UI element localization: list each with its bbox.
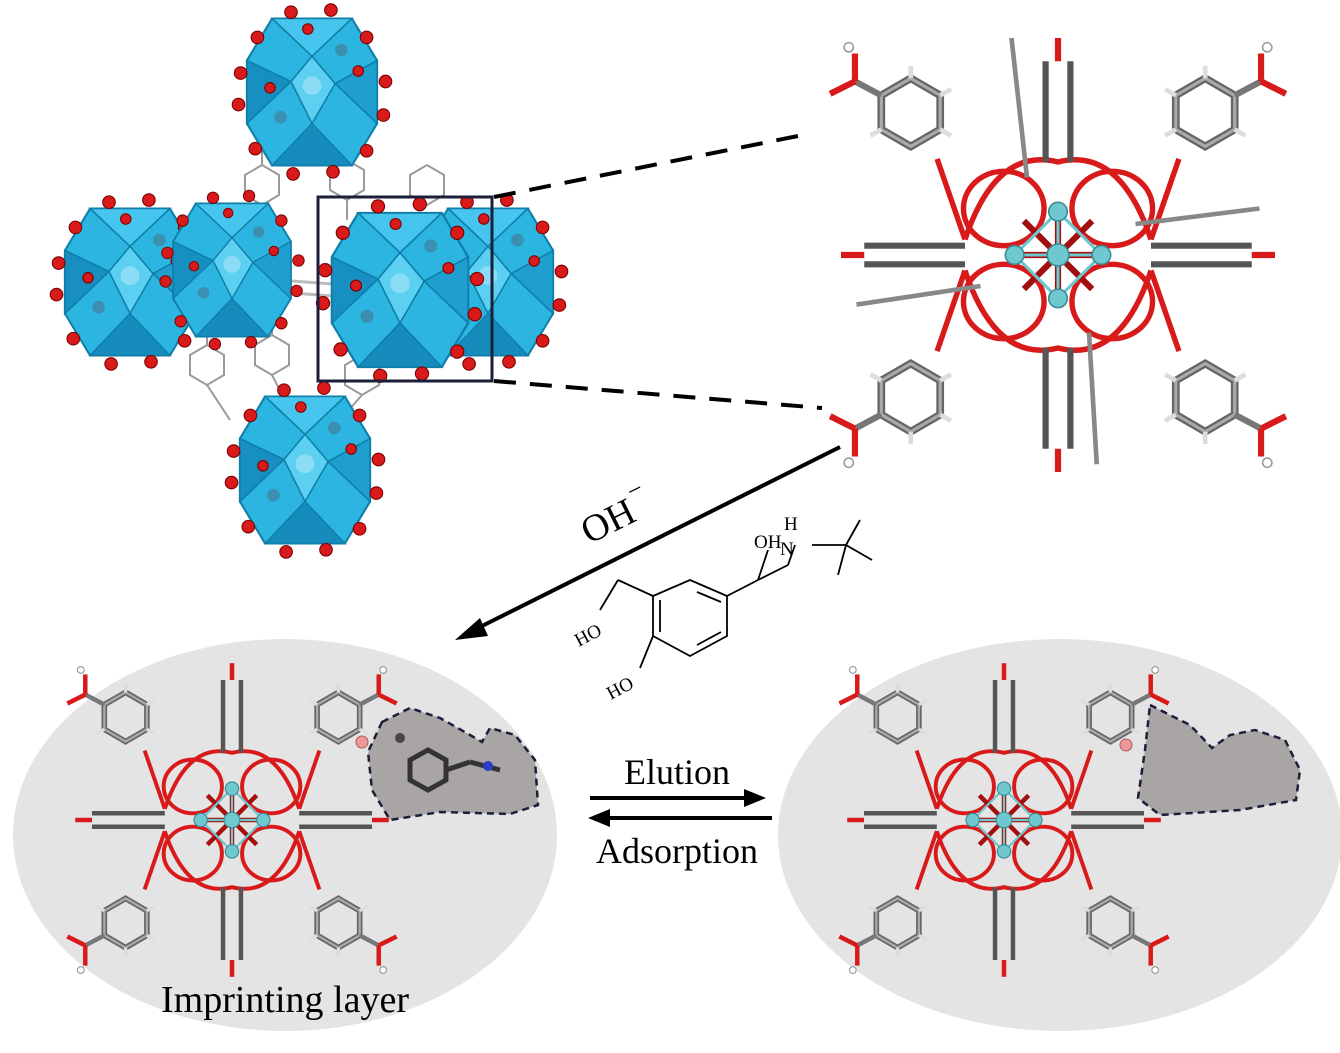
imprinting-layer-label: Imprinting layer bbox=[161, 979, 409, 1021]
label-ho-bottom: HO bbox=[603, 673, 637, 704]
eluted-oval bbox=[778, 639, 1340, 1031]
label-amine-n: N bbox=[780, 539, 794, 560]
oh-arrow bbox=[455, 445, 841, 640]
label-amine-h: H bbox=[784, 514, 798, 535]
equilibrium-arrows bbox=[588, 789, 772, 827]
zoom-lines bbox=[493, 132, 823, 410]
zoomed-node bbox=[830, 38, 1286, 472]
mof-framework bbox=[49, 2, 569, 560]
elution-label: Elution bbox=[624, 752, 730, 792]
hydroxide-label: OH − bbox=[574, 474, 648, 553]
cluster-top bbox=[231, 2, 393, 182]
imprinted-oval: Imprinting layer bbox=[13, 639, 557, 1031]
template-nitrogen bbox=[483, 761, 493, 771]
selection-box bbox=[316, 195, 494, 383]
adsorption-label: Adsorption bbox=[596, 831, 758, 871]
label-oh-top: OH bbox=[754, 532, 782, 553]
imprint-cavity-filled bbox=[366, 706, 540, 822]
cluster-left-back bbox=[158, 189, 306, 351]
salbutamol-structure bbox=[599, 519, 873, 669]
imprint-cavity-empty bbox=[1136, 703, 1302, 817]
cluster-bottom bbox=[224, 380, 386, 560]
label-ho-mid: HO bbox=[571, 620, 605, 651]
